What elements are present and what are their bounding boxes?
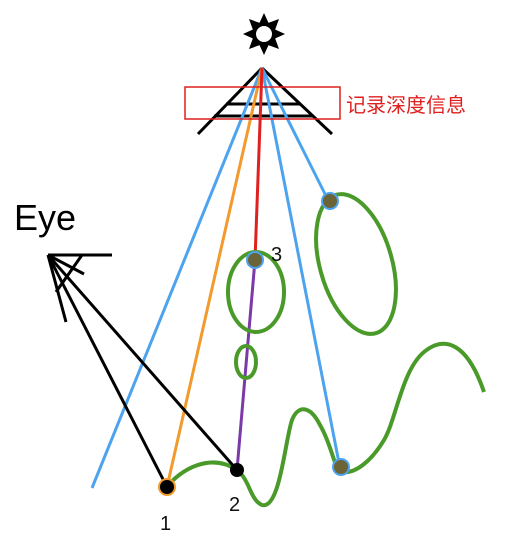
point-1-label: 1	[160, 513, 171, 535]
point-1-marker	[158, 478, 176, 496]
eye-ray-to-point-2	[46, 254, 239, 471]
tiny-ellipse-object	[234, 344, 258, 380]
light-hit-lower-marker	[332, 458, 350, 476]
light-hit-upper-marker	[321, 192, 339, 210]
point-3-label: 3	[271, 244, 282, 266]
point-3-marker	[246, 251, 264, 269]
scene-objects	[165, 192, 486, 508]
large-ellipse-object	[314, 192, 398, 336]
light-ray-to-point-3	[253, 67, 264, 261]
frustum-icon	[196, 66, 334, 136]
depth-record-label: 记录深度信息	[346, 93, 466, 117]
light-ray-right-lower	[260, 67, 342, 469]
depth-record-box	[184, 86, 341, 120]
light-ray-to-point-1	[165, 67, 264, 488]
light-ray-left	[90, 67, 264, 489]
light-ray-right-upper	[260, 67, 330, 201]
sun-icon	[243, 13, 285, 55]
eye-frustum-icon	[46, 253, 112, 323]
occluded-ray-to-point-2	[235, 259, 257, 471]
point-2-marker	[230, 463, 244, 477]
eye-ray-to-point-1	[46, 254, 169, 488]
eye-label: Eye	[14, 197, 76, 238]
eye-rays	[46, 254, 239, 488]
point-2-label: 2	[229, 494, 240, 516]
light-rays	[90, 67, 342, 489]
ground-curve	[165, 341, 486, 508]
sample-points	[158, 192, 350, 496]
